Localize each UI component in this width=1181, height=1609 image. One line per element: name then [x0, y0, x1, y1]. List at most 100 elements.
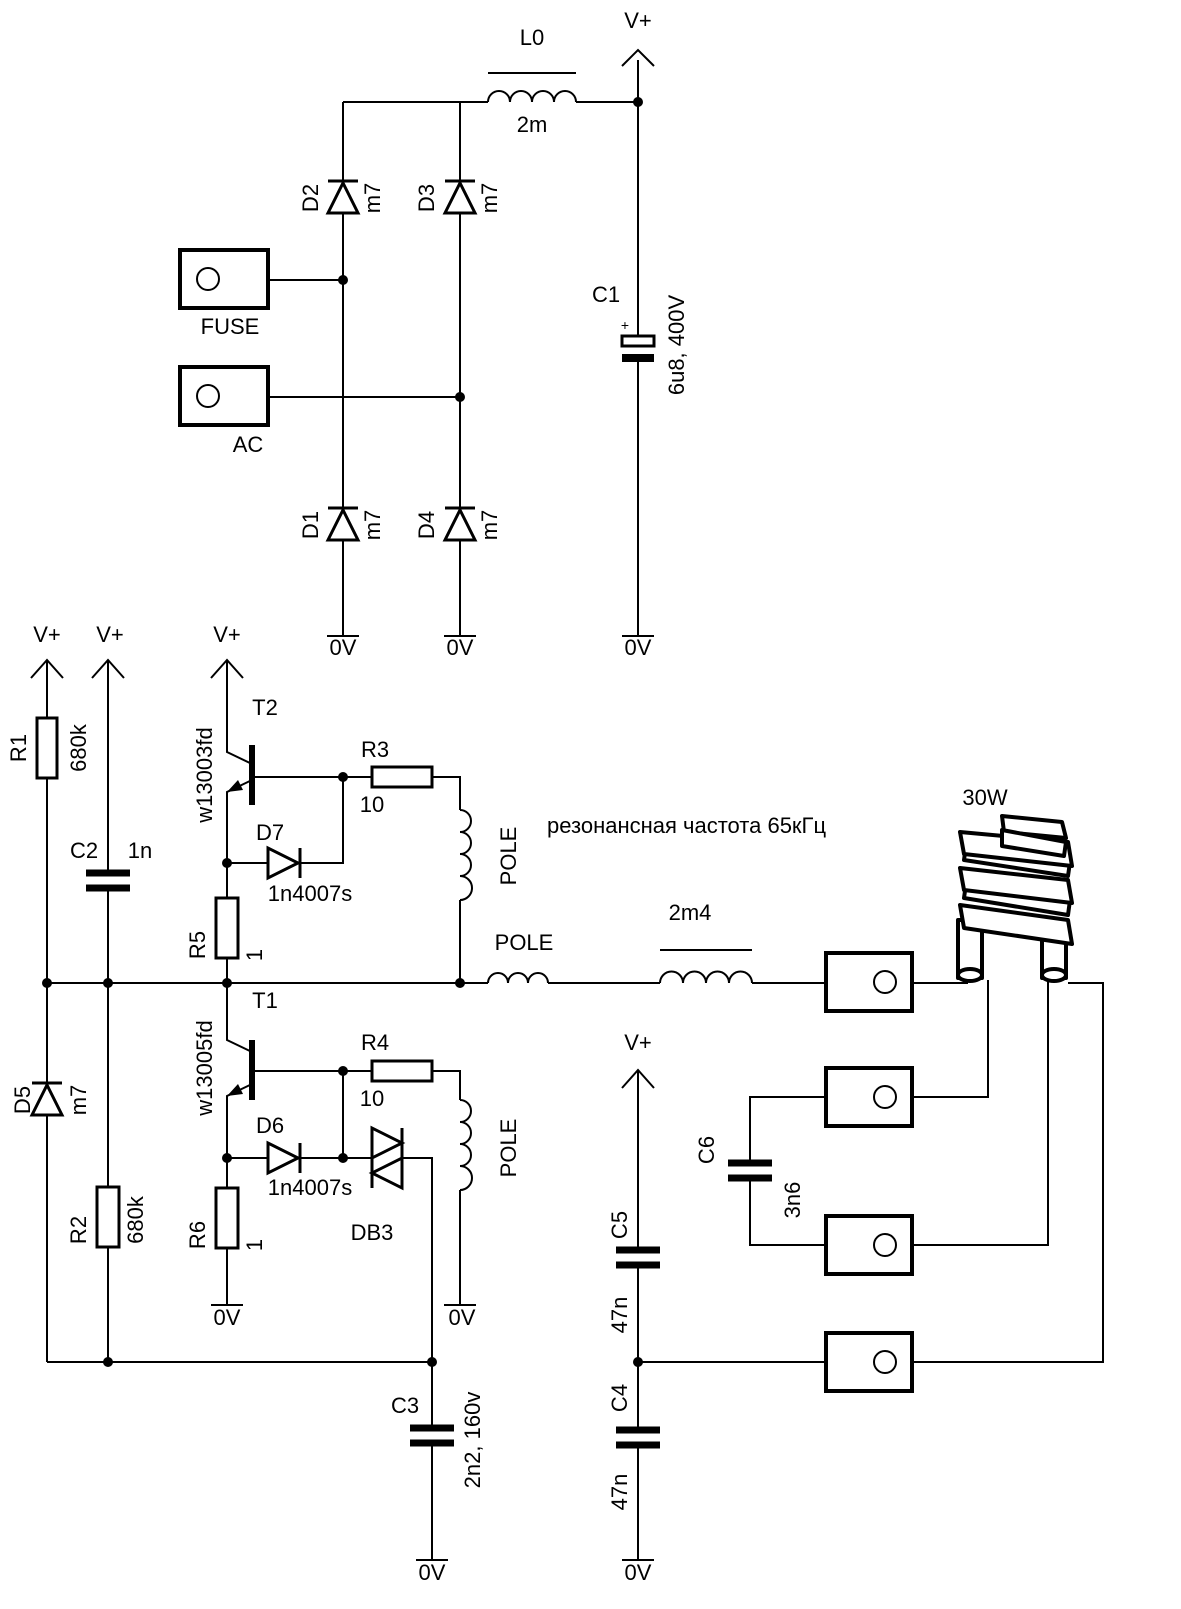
diode-d5: D5 m7: [10, 1081, 91, 1117]
svg-text:1: 1: [242, 949, 267, 961]
svg-text:0V: 0V: [330, 635, 357, 660]
svg-text:R3: R3: [361, 737, 389, 762]
svg-text:3n6: 3n6: [780, 1182, 805, 1219]
svg-text:w13003fd: w13003fd: [192, 727, 217, 823]
resistor-r1: R1 680k: [6, 716, 91, 780]
svg-text:DB3: DB3: [351, 1220, 394, 1245]
ground-symbol-d1: 0V: [327, 635, 359, 660]
svg-text:1n4007s: 1n4007s: [268, 1175, 352, 1200]
svg-text:0V: 0V: [419, 1560, 446, 1585]
svg-text:1n4007s: 1n4007s: [268, 881, 352, 906]
svg-text:6u8, 400V: 6u8, 400V: [664, 295, 689, 396]
vplus-symbol-c5: V+: [621, 1030, 655, 1089]
svg-text:POLE: POLE: [495, 930, 554, 955]
svg-text:w13005fd: w13005fd: [192, 1020, 217, 1116]
capacitor-c4: C4 47n: [607, 1384, 660, 1510]
terminal-ac: AC: [178, 365, 270, 457]
capacitor-c1: + C1 6u8, 400V: [592, 282, 689, 395]
svg-text:D7: D7: [256, 820, 284, 845]
svg-text:V+: V+: [213, 622, 241, 647]
vplus-symbol-c2: V+: [91, 622, 125, 679]
svg-text:D4: D4: [414, 511, 439, 539]
svg-text:C4: C4: [607, 1384, 632, 1412]
svg-text:+: +: [621, 317, 629, 333]
ground-symbol-c3: 0V: [416, 1559, 448, 1585]
diode-d4: D4 m7: [414, 506, 502, 542]
vplus-symbol-r1: V+: [30, 622, 64, 679]
svg-text:POLE: POLE: [496, 827, 521, 886]
diode-d2: D2 m7: [298, 179, 385, 215]
svg-text:m7: m7: [66, 1085, 91, 1116]
wires: [46, 60, 1104, 1560]
svg-text:POLE: POLE: [496, 1119, 521, 1178]
svg-text:10: 10: [360, 1086, 384, 1111]
svg-text:D1: D1: [298, 511, 323, 539]
resistor-r5: R5 1: [185, 896, 267, 961]
svg-text:V+: V+: [624, 8, 652, 33]
svg-text:C1: C1: [592, 282, 620, 307]
ground-symbol-c1: 0V: [622, 635, 654, 660]
svg-text:2m4: 2m4: [669, 900, 712, 925]
svg-text:D6: D6: [256, 1113, 284, 1138]
diode-d1: D1 m7: [298, 506, 385, 542]
svg-text:m7: m7: [477, 183, 502, 214]
terminal-out-3: [824, 1214, 914, 1276]
cfl-lamp-icon: [956, 814, 1074, 983]
svg-text:R6: R6: [185, 1221, 210, 1249]
svg-text:T2: T2: [252, 695, 278, 720]
vplus-symbol-t2: V+: [210, 622, 244, 679]
svg-text:FUSE: FUSE: [201, 314, 260, 339]
resistor-r4: R4 10: [360, 1030, 434, 1111]
terminal-out-2: [824, 1066, 914, 1128]
diode-d6: D6 1n4007s: [256, 1113, 352, 1200]
svg-text:L0: L0: [520, 25, 544, 50]
svg-text:C6: C6: [694, 1136, 719, 1164]
svg-text:R1: R1: [6, 734, 31, 762]
inductor-l0: L0 2m: [487, 25, 577, 137]
svg-text:C2: C2: [70, 838, 98, 863]
svg-text:680k: 680k: [66, 723, 91, 772]
inductor-2m4: 2m4: [659, 900, 753, 984]
svg-text:2m: 2m: [517, 112, 548, 137]
svg-text:2n2, 160v: 2n2, 160v: [460, 1392, 485, 1489]
inductor-pole-bottom: POLE: [459, 1099, 521, 1191]
capacitor-c5: C5 47n: [607, 1211, 660, 1333]
inductor-pole-top: POLE: [459, 809, 521, 901]
svg-text:0V: 0V: [447, 635, 474, 660]
svg-text:V+: V+: [96, 622, 124, 647]
lamp-power-label: 30W: [962, 785, 1007, 810]
ground-symbol-r6: 0V: [211, 1304, 243, 1330]
svg-text:47n: 47n: [607, 1297, 632, 1334]
svg-text:R2: R2: [66, 1216, 91, 1244]
svg-text:m7: m7: [360, 183, 385, 214]
svg-text:D5: D5: [10, 1086, 35, 1114]
svg-text:C3: C3: [391, 1393, 419, 1418]
svg-text:0V: 0V: [625, 1560, 652, 1585]
capacitor-c2: C2 1n: [70, 838, 152, 892]
svg-text:1n: 1n: [128, 838, 152, 863]
resistor-r2: R2 680k: [66, 1185, 148, 1249]
svg-text:m7: m7: [360, 510, 385, 541]
svg-text:AC: AC: [233, 432, 264, 457]
capacitor-c3: C3 2n2, 160v: [391, 1392, 485, 1489]
transistor-t1: T1 w13005fd: [192, 988, 278, 1117]
vplus-symbol-c1: V+: [621, 8, 655, 67]
svg-text:47n: 47n: [607, 1474, 632, 1511]
resonance-note: резонансная частота 65кГц: [547, 813, 826, 838]
ground-symbol-c4: 0V: [622, 1559, 654, 1585]
svg-text:C5: C5: [607, 1211, 632, 1239]
svg-text:D2: D2: [298, 184, 323, 212]
terminal-fuse: FUSE: [178, 248, 270, 339]
diac-db3: DB3: [351, 1125, 406, 1245]
terminal-out-4: [824, 1331, 914, 1393]
svg-text:V+: V+: [33, 622, 61, 647]
junction-dots: [42, 97, 643, 1367]
svg-text:0V: 0V: [449, 1305, 476, 1330]
diode-d7: D7 1n4007s: [256, 820, 352, 906]
svg-text:D3: D3: [414, 184, 439, 212]
ground-symbol-d4: 0V: [444, 635, 476, 660]
svg-text:0V: 0V: [625, 635, 652, 660]
svg-text:680k: 680k: [123, 1195, 148, 1244]
svg-text:1: 1: [242, 1239, 267, 1251]
terminal-out-1: [824, 951, 914, 1013]
